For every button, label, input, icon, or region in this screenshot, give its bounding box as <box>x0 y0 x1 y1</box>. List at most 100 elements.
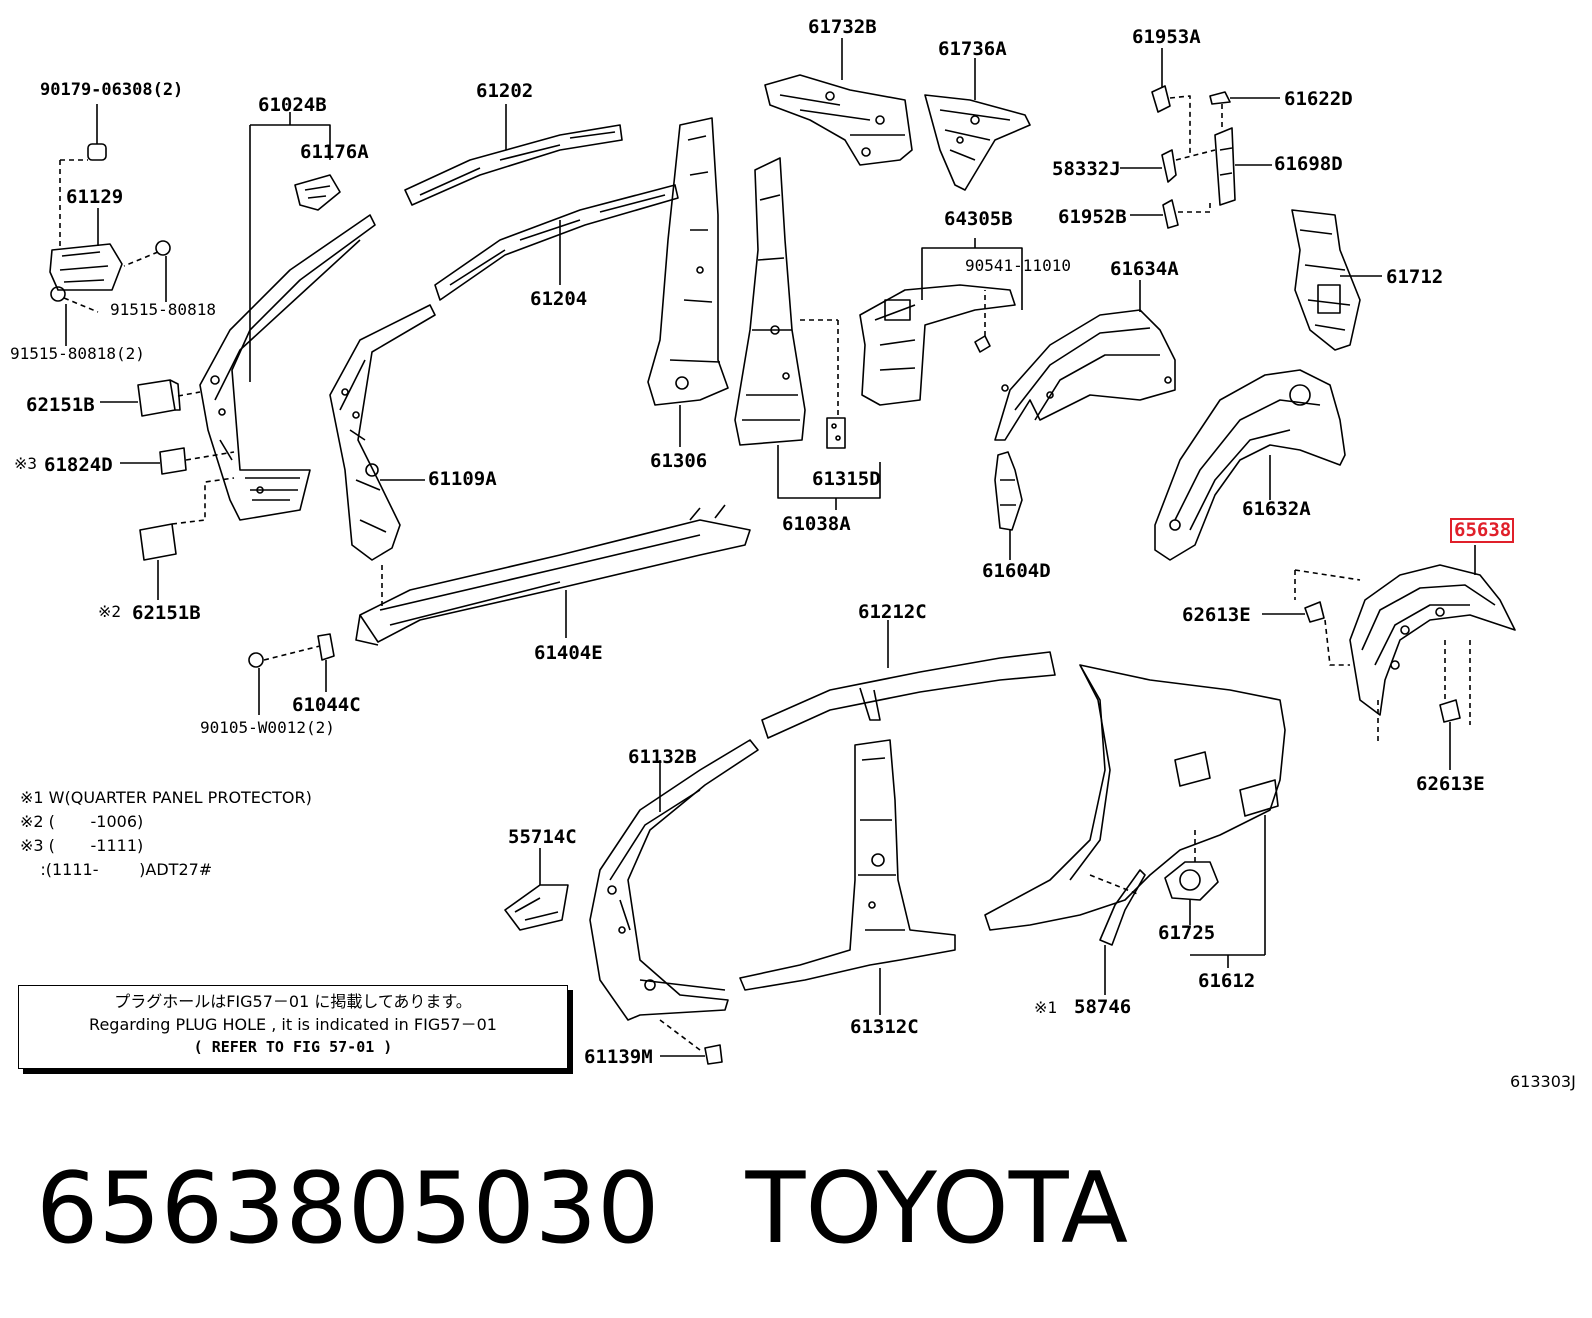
part-label[interactable]: 58746 <box>1074 996 1132 1018</box>
hinge-bracket-part <box>49 208 123 291</box>
part-label[interactable]: 61139M <box>584 1046 653 1068</box>
part-label[interactable]: 62613E <box>1182 604 1251 626</box>
part-label[interactable]: 61712 <box>1386 266 1444 288</box>
part-label[interactable]: 55714C <box>508 826 577 848</box>
reference-figure-link[interactable]: ( REFER TO FIG 57-01 ) <box>193 1038 393 1056</box>
roof-side-outer-part <box>761 620 1056 739</box>
part-label[interactable]: 61038A <box>782 513 851 535</box>
part-label[interactable]: 61952B <box>1058 206 1127 228</box>
part-label[interactable]: 91515-80818(2) <box>10 344 145 363</box>
bracket-part-icon <box>1120 149 1216 183</box>
part-label[interactable]: 61202 <box>476 80 534 102</box>
footnote: ※1 W(QUARTER PANEL PROTECTOR) <box>20 788 312 807</box>
part-label[interactable]: 61604D <box>982 560 1051 582</box>
small-clip-part-icon <box>1209 91 1280 105</box>
part-label[interactable]: 61612 <box>1198 970 1256 992</box>
part-label[interactable]: 61953A <box>1132 26 1201 48</box>
center-pillar-inner-part <box>734 157 881 510</box>
quarter-inner-panel-part <box>1291 209 1382 351</box>
part-label[interactable]: 90105-W0012(2) <box>200 718 335 737</box>
part-label[interactable]: 61404E <box>534 642 603 664</box>
part-label[interactable]: 64305B <box>944 208 1013 230</box>
bracket-part-icon <box>1130 199 1211 229</box>
part-label[interactable]: 61632A <box>1242 498 1311 520</box>
part-number: 6563805030 <box>36 1152 660 1266</box>
part-label[interactable]: 61204 <box>530 288 588 310</box>
note-mark: ※3 <box>14 454 38 473</box>
small-bracket-part <box>294 174 341 211</box>
quarter-panel-part <box>984 664 1286 968</box>
rear-pillar-upper-part <box>764 38 913 166</box>
clip-part-icon <box>1439 699 1461 770</box>
part-label[interactable]: 62151B <box>132 602 201 624</box>
part-label[interactable]: 61634A <box>1110 258 1179 280</box>
clip-part-icon <box>660 1044 723 1065</box>
center-pillar-outer-part <box>647 117 729 447</box>
bolt-part-icon <box>123 240 171 302</box>
footnote: ※3 ( -1111) <box>20 836 144 855</box>
part-label[interactable]: 90541-11010 <box>965 256 1071 275</box>
part-label[interactable]: 61132B <box>628 746 697 768</box>
clip-part-icon <box>317 633 335 692</box>
small-gusset-part <box>994 451 1023 560</box>
part-label[interactable]: 62151B <box>26 394 95 416</box>
brand-name: TOYOTA <box>745 1152 1129 1266</box>
front-pillar-outer-part <box>589 739 759 1051</box>
part-label[interactable]: 61736A <box>938 38 1007 60</box>
rear-wheel-housing-inner-part <box>1154 369 1346 561</box>
small-bracket-part <box>504 848 569 931</box>
part-label[interactable]: 90179-06308(2) <box>40 80 184 100</box>
part-label[interactable]: 61044C <box>292 694 361 716</box>
part-label[interactable]: 61129 <box>66 186 124 208</box>
note-mark: ※1 <box>1034 998 1058 1017</box>
package-tray-bracket-part <box>859 238 1023 406</box>
protector-strip-part <box>1089 869 1146 995</box>
bolt-part-icon <box>50 286 99 346</box>
footnote: :(1111- )ADT27# <box>20 860 213 879</box>
diagram-id: 613303J <box>1510 1072 1576 1091</box>
part-label[interactable]: 62613E <box>1416 773 1485 795</box>
small-clip-part-icon <box>1151 48 1191 155</box>
part-label[interactable]: 61732B <box>808 16 877 38</box>
part-label[interactable]: 61725 <box>1158 922 1216 944</box>
part-label[interactable]: 61698D <box>1274 153 1343 175</box>
roof-rail-61202-part <box>404 104 623 206</box>
note-mark: ※2 <box>98 602 122 621</box>
wheel-house-liner-part <box>1294 545 1516 745</box>
reference-note-english: Regarding PLUG HOLE , it is indicated in… <box>89 1015 497 1034</box>
front-pillar-inner-part <box>329 304 436 561</box>
part-label[interactable]: 61024B <box>258 94 327 116</box>
part-label[interactable]: 61306 <box>650 450 708 472</box>
part-label[interactable]: 61315D <box>812 468 881 490</box>
part-label[interactable]: 61312C <box>850 1016 919 1038</box>
footnote: ※2 ( -1006) <box>20 812 144 831</box>
footnotes: ※1 W(QUARTER PANEL PROTECTOR) ※2 ( -1006… <box>20 786 312 882</box>
reference-note-box: プラグホールはFIG57－01 に掲載してあります。 Regarding PLU… <box>18 985 568 1069</box>
clip-part-icon <box>1262 601 1325 623</box>
part-label[interactable]: 61622D <box>1284 88 1353 110</box>
part-label[interactable]: 61176A <box>300 141 369 163</box>
bolt-part-icon <box>248 645 321 715</box>
center-pillar-lower-part <box>739 739 956 1015</box>
rocker-panel-part <box>355 504 751 646</box>
block-part-icon <box>100 379 201 417</box>
rear-wheel-housing-outer-part <box>994 280 1176 441</box>
fuel-door-part <box>1164 861 1219 925</box>
part-label[interactable]: 61109A <box>428 468 497 490</box>
part-label[interactable]: 61212C <box>858 601 927 623</box>
roof-rail-61204-part <box>434 184 679 301</box>
highlighted-part-label[interactable]: 65638 <box>1450 518 1514 543</box>
part-label[interactable]: 91515-80818 <box>110 300 216 319</box>
diagram-artwork <box>49 38 1516 1065</box>
rear-pillar-reinforcement-part <box>924 58 1031 191</box>
clip-part-icon <box>59 104 107 250</box>
front-pillar-panel-part <box>199 112 376 521</box>
part-label[interactable]: 61824D <box>44 454 113 476</box>
small-plate-part <box>826 320 846 449</box>
block-part-icon <box>120 447 235 475</box>
part-label[interactable]: 58332J <box>1052 158 1121 180</box>
reference-note-japanese: プラグホールはFIG57－01 に掲載してあります。 <box>114 992 472 1011</box>
bracket-part-icon <box>1214 104 1272 206</box>
